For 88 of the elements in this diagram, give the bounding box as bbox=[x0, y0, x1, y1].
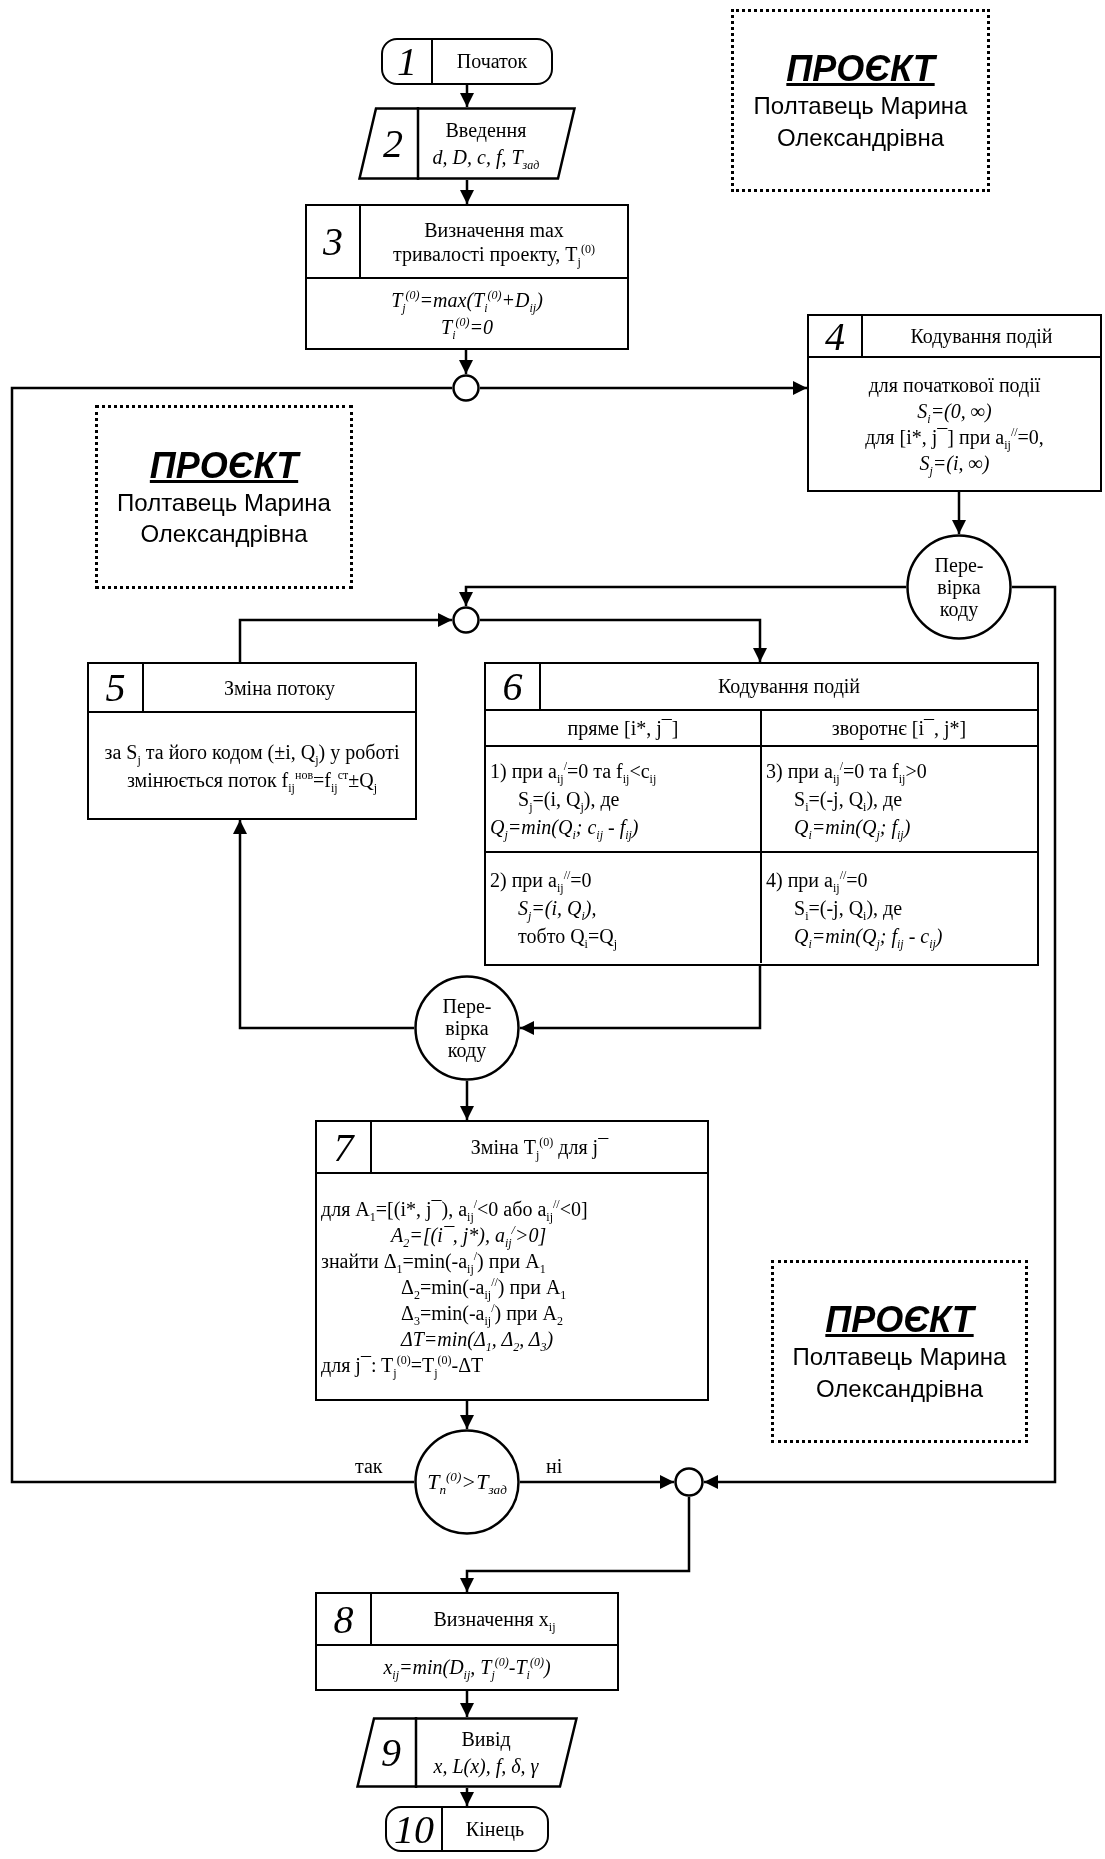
step-number: 7 bbox=[317, 1122, 372, 1172]
arrow bbox=[459, 350, 473, 374]
step-number: 4 bbox=[809, 316, 863, 356]
formula-text: ΔT=min(Δ$_{1}$, Δ$_{2}$, Δ$_{3}$) bbox=[401, 1327, 554, 1352]
step-title: Початок bbox=[456, 49, 528, 74]
connector-circle bbox=[674, 1467, 704, 1497]
step-number: 5 bbox=[89, 664, 144, 711]
cell-text: S$_{i}$=(-j, Q$_{i}$), де bbox=[794, 896, 903, 922]
table-header: пряме [i*, j¯] bbox=[567, 716, 679, 740]
formula-text: для [i*, j¯] при a$_{ij}$$^{//}$=0, bbox=[865, 424, 1044, 450]
arrow bbox=[704, 585, 1057, 1489]
terminator-shape bbox=[381, 38, 553, 85]
cell-text: 2) при a$_{ij}$$^{//}$=0 bbox=[490, 867, 592, 894]
decision-circle bbox=[414, 1429, 520, 1535]
cell-text: S$_{j}$=(i, Q$_{i}$), bbox=[518, 896, 597, 922]
stamp-title: ПРОЄКТ bbox=[149, 444, 299, 487]
step-title: Кінець bbox=[465, 1816, 525, 1843]
step-number: 6 bbox=[486, 664, 541, 709]
connector-circle bbox=[452, 374, 480, 402]
step-title: Кодування подій bbox=[717, 675, 861, 698]
step-title: Введення bbox=[445, 117, 527, 144]
process-box bbox=[315, 1120, 709, 1401]
connector-circle bbox=[452, 606, 480, 634]
step-title: Зміна потоку bbox=[223, 675, 336, 700]
stamp-box bbox=[731, 9, 990, 192]
arrow bbox=[460, 1081, 474, 1120]
process-box bbox=[807, 314, 1102, 492]
step-number: 2 bbox=[383, 120, 403, 167]
arrow bbox=[460, 180, 474, 204]
table-box bbox=[484, 662, 1039, 966]
arrow bbox=[460, 1401, 474, 1429]
arrow bbox=[520, 966, 762, 1035]
formula-text: T$_{j}$$^{(0)}$=max(T$_{i}$$^{(0)}$+D$_{ij}$) bbox=[391, 286, 543, 314]
step-number: 1 bbox=[383, 40, 433, 83]
step-number: 8 bbox=[317, 1594, 372, 1644]
formula-text: x, L(x), f, δ, γ bbox=[433, 1753, 539, 1780]
arrow bbox=[460, 1497, 691, 1592]
step-title: Вивід bbox=[461, 1726, 511, 1753]
arrow bbox=[480, 618, 767, 662]
formula-text: для j¯: T$_{j}$$^{(0)}$=T$_{j}$$^{(0)}$-ΔT bbox=[321, 1351, 484, 1378]
formula-text: d, D, c, f, T$_{зад}$ bbox=[432, 144, 540, 171]
circle-label: T$_{n}$$^{(0)}$>T$_{зад}$ bbox=[427, 1469, 507, 1495]
cell-text: Q$_{j}$=min(Q$_{i}$; c$_{ij}$ - f$_{ij}$) bbox=[490, 815, 639, 841]
formula-text: для A$_{1}$=[(i*, j¯), a$_{ij}$$^{/}$<0 або a$_{ij}$$^{//}$<0] bbox=[321, 1195, 588, 1222]
formula-text: для початкової події bbox=[868, 373, 1041, 398]
step-title: Кодування подій bbox=[910, 324, 1053, 348]
arrow bbox=[460, 85, 474, 107]
formula-text: за S$_{j}$ та його кодом (±i, Q$_{j}$) у роботі змінюється поток f$_{ij}$$^{нов}$=f$_{ij}$$^{ст}$±Q$_{j}$ bbox=[103, 739, 401, 794]
formula-text: x$_{ij}$=min(D$_{ij}$, T$_{j}$$^{(0)}$-T$_{i}$$^{(0)}$) bbox=[383, 1654, 551, 1681]
arrow bbox=[460, 1691, 474, 1717]
arrow bbox=[459, 585, 906, 606]
formula-text: T$_{i}$$^{(0)}$=0 bbox=[441, 313, 493, 341]
stamp-name: Полтавець Марина Олександрівна bbox=[752, 91, 969, 153]
connector-line bbox=[10, 386, 452, 1484]
check-circle bbox=[906, 534, 1012, 640]
arrow bbox=[520, 1475, 674, 1489]
step-number: 10 bbox=[387, 1808, 443, 1850]
cell-text: тобто Q$_{i}$=Q$_{j}$ bbox=[518, 924, 617, 950]
stamp-name: Полтавець Марина Олександрівна bbox=[116, 487, 332, 549]
stamp-box bbox=[95, 405, 353, 589]
stamp-box bbox=[771, 1260, 1028, 1443]
process-box bbox=[87, 662, 417, 820]
step-number: 3 bbox=[307, 206, 361, 277]
table-header: зворотнє [i¯, j*] bbox=[831, 716, 967, 740]
cell-text: 1) при a$_{ij}$$^{/}$=0 та f$_{ij}$<c$_{ij}$ bbox=[490, 758, 657, 785]
cell-text: S$_{j}$=(i, Q$_{j}$), де bbox=[518, 787, 620, 813]
input-output-shape bbox=[356, 1717, 578, 1788]
process-box bbox=[315, 1592, 619, 1691]
terminator-shape bbox=[385, 1806, 549, 1852]
circle-label: Пере- вірка коду bbox=[933, 554, 985, 620]
stamp-name: Полтавець Марина Олександрівна bbox=[791, 1342, 1008, 1404]
circle-label: Пере- вірка коду bbox=[441, 995, 493, 1061]
formula-text: S$_{j}$=(i, ∞) bbox=[919, 451, 990, 476]
check-circle bbox=[414, 975, 520, 1081]
arrow bbox=[238, 613, 452, 662]
process-box bbox=[305, 204, 629, 350]
arrow bbox=[952, 492, 966, 534]
cell-text: Q$_{i}$=min(Q$_{j}$; f$_{ij}$ - c$_{ij}$) bbox=[794, 924, 943, 950]
arrow bbox=[480, 381, 807, 395]
input-output-shape bbox=[358, 107, 576, 180]
cell-text: 3) при a$_{ij}$$^{/}$=0 та f$_{ij}$>0 bbox=[766, 758, 927, 785]
formula-text: S$_{i}$=(0, ∞) bbox=[917, 399, 992, 424]
arrow bbox=[460, 1788, 474, 1806]
cell-text: S$_{i}$=(-j, Q$_{i}$), де bbox=[794, 787, 903, 813]
cell-text: Q$_{i}$=min(Q$_{j}$; f$_{ij}$) bbox=[794, 815, 911, 841]
arrow bbox=[233, 820, 414, 1030]
step-number: 9 bbox=[381, 1729, 401, 1776]
cell-text: 4) при a$_{ij}$$^{//}$=0 bbox=[766, 867, 868, 894]
